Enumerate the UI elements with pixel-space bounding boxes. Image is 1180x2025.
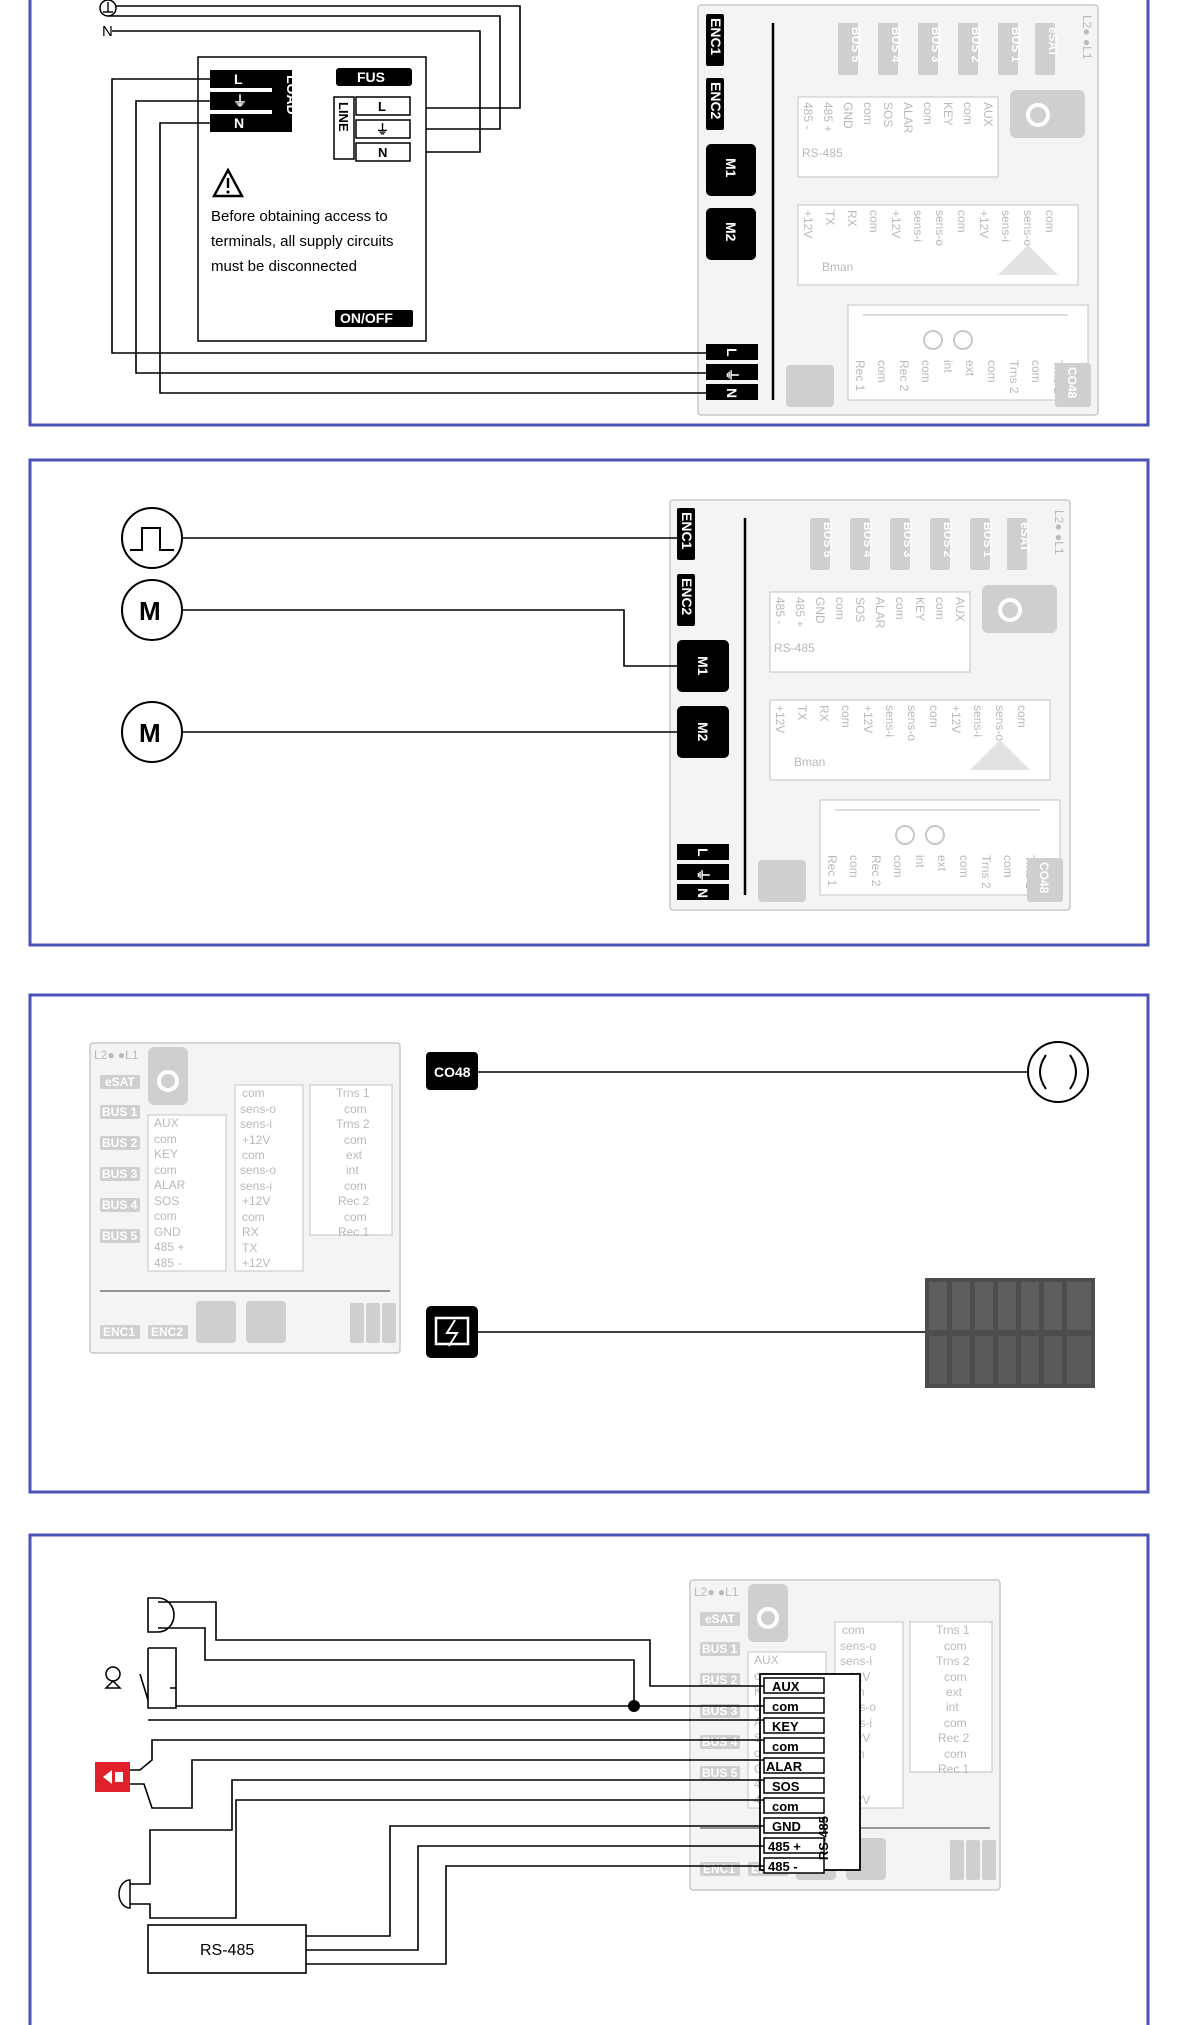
panel-auxiliary: AUX com KEY com ALAR SOS com GND 485 + 4… (28, 1533, 1150, 2025)
panel-motors: ENC1 ENC2 M1 M2 L ⏚ N M M (28, 458, 1150, 947)
line-label: LINE (336, 102, 351, 132)
panel-battery: CO48 (28, 993, 1150, 1494)
m1-label: M1 (695, 656, 711, 676)
power-terminal-n: N (695, 888, 711, 898)
terminal-com-3: com (772, 1799, 799, 1814)
terminal-485-plus: 485 + (768, 1839, 801, 1854)
warning-line-1: Before obtaining access to (211, 208, 388, 225)
onoff-label: ON/OFF (340, 310, 393, 326)
load-terminal-l: L (234, 71, 243, 87)
alarm-button-icon (95, 1762, 130, 1792)
line-terminal-earth: ⏚ (376, 122, 389, 137)
terminal-485-minus: 485 - (768, 1859, 798, 1874)
power-terminal-earth: ⏚ (695, 868, 711, 882)
line-terminal-l: L (378, 99, 386, 114)
controller-board (88, 1041, 402, 1355)
terminal-key: KEY (772, 1719, 799, 1734)
terminal-alar: ALAR (766, 1759, 803, 1774)
warning-line-3: must be disconnected (211, 258, 357, 275)
sos-button-icon (118, 1879, 131, 1909)
terminal-com-2: com (772, 1739, 799, 1754)
warning-icon (211, 167, 245, 198)
warning-line-2: terminals, all supply circuits (211, 233, 394, 250)
enc1-label: ENC1 (679, 512, 695, 550)
rs485-vertical-label: RS-485 (816, 1816, 831, 1860)
load-terminal-n: N (234, 115, 244, 131)
co48-device-icon (1027, 1041, 1089, 1103)
neutral-label: N (102, 23, 113, 40)
encoder-icon (121, 507, 183, 569)
rs485-device-label: RS-485 (200, 1942, 254, 1959)
terminal-gnd: GND (772, 1819, 801, 1834)
power-terminal-l: L (724, 348, 740, 357)
rs485-device (147, 1924, 307, 1974)
m1-label: M1 (723, 158, 739, 178)
svg-text:M: M (139, 718, 161, 748)
svg-text:M: M (139, 596, 161, 626)
fus-label: FUS (357, 69, 385, 85)
enc1-label: ENC1 (708, 18, 724, 56)
m2-label: M2 (695, 722, 711, 742)
power-terminal-n: N (724, 388, 740, 398)
load-terminal-earth: ⏚ (233, 93, 247, 109)
load-label: LOAD (284, 75, 300, 115)
enc2-label: ENC2 (708, 82, 724, 120)
co48-label: CO48 (434, 1064, 471, 1080)
m2-label: M2 (723, 222, 739, 242)
enc2-label: ENC2 (679, 578, 695, 616)
terminal-com-1: com (772, 1699, 799, 1714)
battery-icon (925, 1278, 1095, 1388)
power-terminal-l: L (695, 848, 711, 857)
terminal-aux: AUX (772, 1679, 800, 1694)
light-icon (147, 1597, 175, 1633)
terminal-sos: SOS (772, 1779, 800, 1794)
line-terminal-n: N (378, 145, 387, 160)
controller-board (668, 498, 1072, 912)
power-terminal-earth: ⏚ (724, 368, 740, 382)
panel-mains: N L ⏚ N LOAD FUS LINE L ⏚ N Before obtai… (28, 0, 1150, 427)
